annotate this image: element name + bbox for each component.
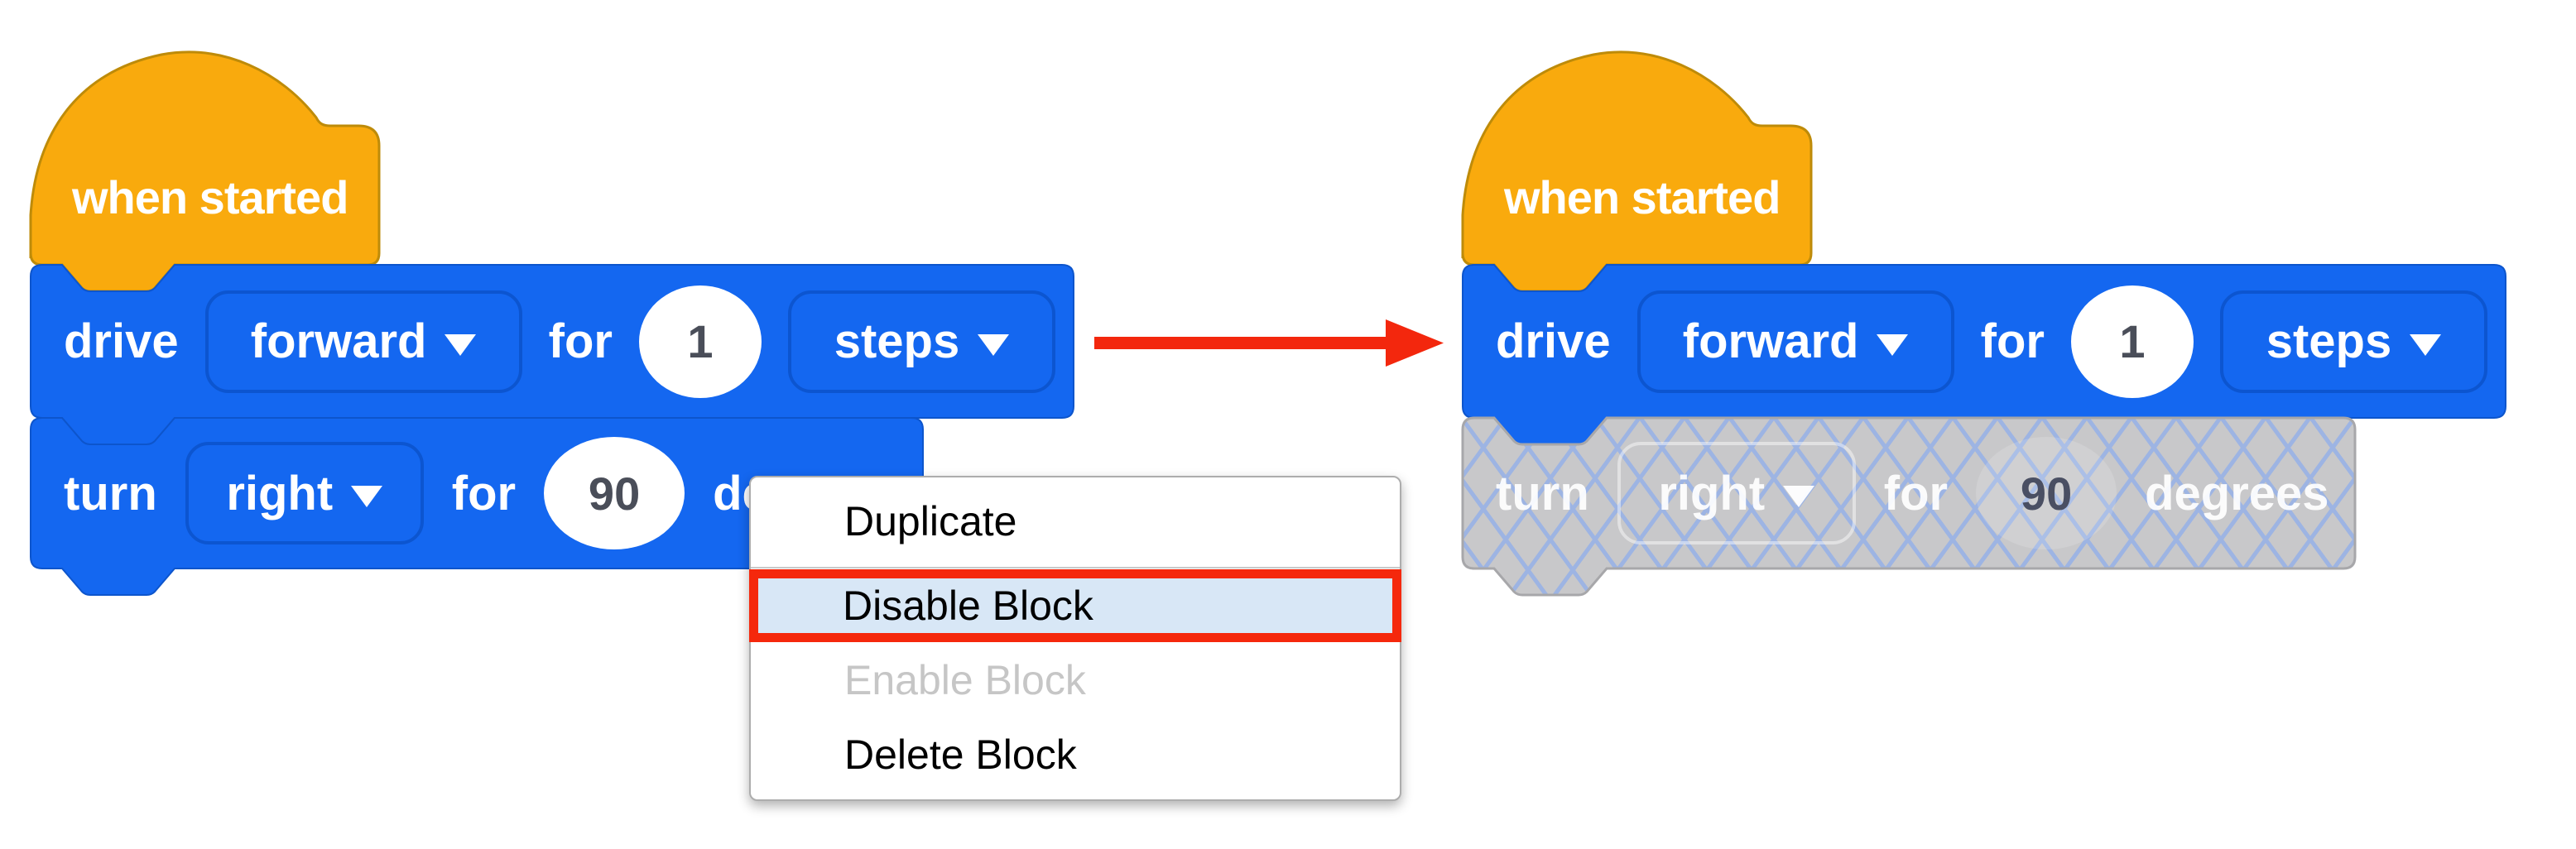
degrees-value-input[interactable]: 90 [1976,437,2117,549]
steps-value-input[interactable]: 1 [2070,285,2194,398]
menu-item-label: Disable Block [843,583,1093,629]
turn-direction-value: right [1658,466,1766,520]
context-menu: Duplicate Disable Block Enable Block Del… [749,476,1401,801]
menu-item-label: Enable Block [844,657,1086,703]
turn-direction-dropdown[interactable]: right [1617,442,1856,544]
caret-down-icon [1877,333,1909,356]
menu-item-duplicate[interactable]: Duplicate [751,477,1400,565]
drive-label: drive [1496,314,1611,368]
menu-item-enable-block: Enable Block [751,643,1400,717]
turn-block-content-disabled: turn right for 90 degrees [1461,418,2355,568]
block-shapes [1461,50,2506,597]
caret-down-icon [445,333,477,356]
for-label: for [1980,314,2045,368]
degrees-value-input[interactable]: 90 [544,437,685,549]
arrow-right-icon [1094,319,1444,367]
drive-block-content: drive forward for 1 steps [29,265,1074,418]
menu-item-label: Duplicate [844,498,1017,544]
hat-block-label: when started [1504,170,1781,223]
turn-block-disabled[interactable] [1461,416,2357,597]
unit-dropdown[interactable]: steps [2219,290,2487,393]
caret-down-icon [978,333,1010,356]
unit-dropdown-value: steps [834,314,960,368]
direction-dropdown[interactable]: forward [204,290,522,393]
caret-down-icon [2410,333,2442,356]
caret-down-icon [351,486,383,507]
for-label: for [1883,466,1949,520]
drive-block-content: drive forward for 1 steps [1461,265,2506,418]
for-label: for [548,314,613,368]
menu-item-disable-block[interactable]: Disable Block [749,569,1401,642]
menu-item-label: Delete Block [844,731,1077,778]
menu-separator [751,567,1400,568]
steps-value: 1 [2119,315,2146,367]
turn-direction-value: right [226,466,334,520]
for-label: for [451,466,517,520]
block-stack-after: when started drive forward for 1 steps t… [1461,50,2537,612]
direction-dropdown[interactable]: forward [1636,290,1954,393]
block-stack-before: when started drive forward for 1 steps t… [29,50,1105,612]
steps-value: 1 [687,315,714,367]
unit-dropdown-value: steps [2266,314,2392,368]
degrees-label: degrees [2145,466,2329,520]
drive-label: drive [64,314,179,368]
steps-value-input[interactable]: 1 [638,285,762,398]
unit-dropdown[interactable]: steps [787,290,1055,393]
turn-label: turn [1496,466,1589,520]
turn-direction-dropdown[interactable]: right [185,442,424,544]
direction-dropdown-value: forward [250,314,427,368]
caret-down-icon [1783,486,1815,507]
menu-item-delete-block[interactable]: Delete Block [751,717,1400,792]
turn-label: turn [64,466,157,520]
block-shapes [29,50,1074,596]
direction-dropdown-value: forward [1682,314,1859,368]
degrees-value: 90 [2020,467,2073,520]
degrees-value: 90 [588,467,641,520]
hat-block-label: when started [72,170,348,223]
